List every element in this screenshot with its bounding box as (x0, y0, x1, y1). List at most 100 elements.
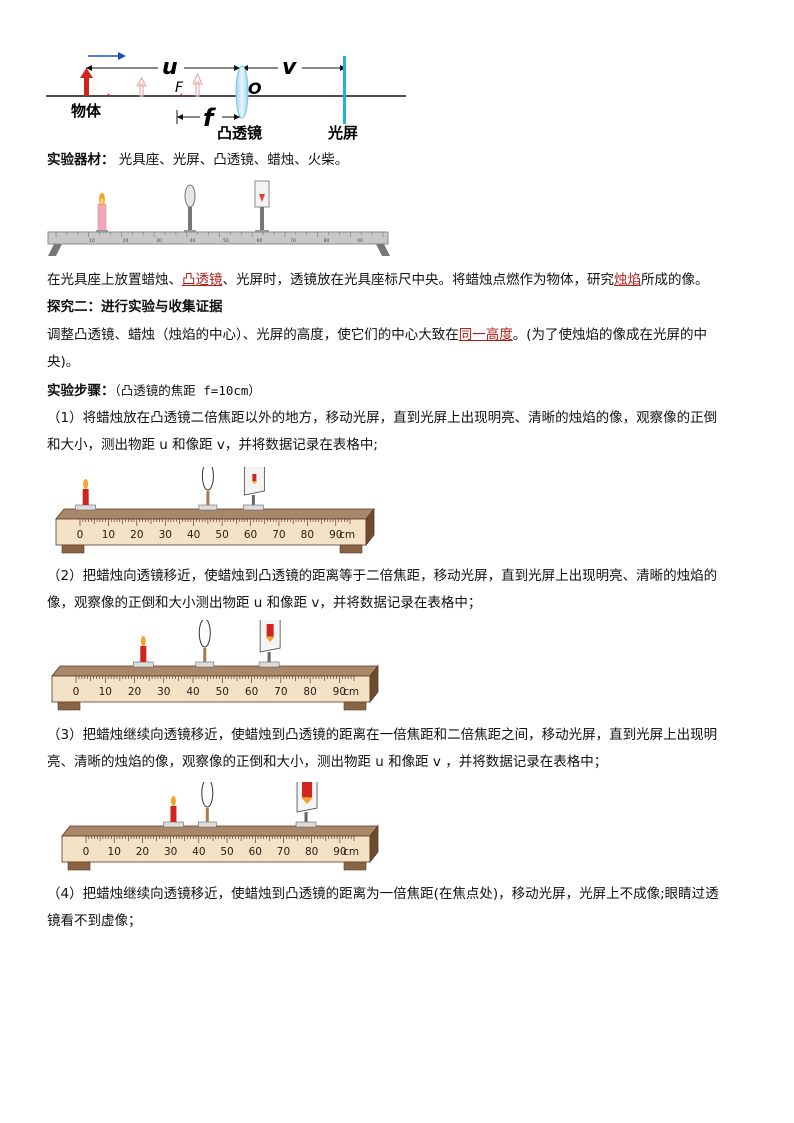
screen-line (343, 56, 346, 124)
ruler-tick-label: 10 (108, 846, 121, 858)
section2-paragraph: 调整凸透镜、蜡烛（烛焰的中心）、光屏的高度，使它们的中心大致在同一高度。(为了使… (47, 322, 757, 376)
intro-text-3: 所成的像。 (641, 272, 709, 288)
ruler-tick-label: 80 (303, 686, 316, 698)
step-4-text: （4）把蜡烛继续向透镜移近，使蜡烛到凸透镜的距离为一倍焦距(在焦点处)，移动光屏… (47, 881, 767, 935)
ruler-tick-label: 80 (305, 846, 318, 858)
section2-highlight-height: 同一高度 (458, 327, 513, 343)
candle-image (252, 474, 257, 481)
ruler-tick-label: cm (343, 686, 359, 698)
ruler-tick-label: 90 (329, 529, 342, 541)
ruler-tick-label: 50 (220, 846, 233, 858)
convex-lens-shape (235, 65, 249, 119)
ruler-tick-label: cm (339, 529, 355, 541)
candle-flame (140, 636, 146, 646)
candle-flame (83, 479, 89, 489)
section2-text-1: 调整凸透镜、蜡烛（烛焰的中心）、光屏的高度，使它们的中心大致在 (47, 327, 459, 343)
bench-tick-label: 80 (324, 238, 330, 244)
lens-label: 凸透镜 (217, 124, 262, 142)
step-2-text: （2）把蜡烛向透镜移近，使蜡烛到凸透镜的距离等于二倍焦距，移动光屏，直到光屏上出… (47, 563, 767, 617)
ruler-tick-label: 40 (186, 686, 199, 698)
f-focal-length-label: f (203, 104, 216, 132)
ruler-tick-label: 10 (102, 529, 115, 541)
ruler-tick-label: 0 (77, 529, 84, 541)
bench-tick-label: 60 (257, 238, 263, 244)
step-1-text: （1）将蜡烛放在凸透镜二倍焦距以外的地方，移动光屏，直到光屏上出现明亮、清晰的烛… (47, 405, 767, 459)
equipment-text: 光具座、光屏、凸透镜、蜡烛、火柴。 (118, 152, 349, 168)
ruler-tick-label: 70 (272, 529, 285, 541)
bench-tick-label: 30 (156, 238, 162, 244)
ruler-tick-label: 40 (187, 529, 200, 541)
ruler-tick-label: 60 (244, 529, 257, 541)
ruler-tick-label: 30 (159, 529, 172, 541)
bench-tick-label: 40 (190, 238, 196, 244)
step-4-line-1: （4）把蜡烛继续向透镜移近，使蜡烛到凸透镜的距离为一倍焦距(在焦点处)，移动光屏… (47, 886, 719, 902)
v-label: v (282, 55, 297, 80)
candle (140, 646, 147, 662)
ruler-tick-label: 0 (83, 846, 90, 858)
ruler-tick-label: 0 (73, 686, 80, 698)
ruler-tick-label: 20 (128, 686, 141, 698)
step-1-line-2: 和大小，测出物距 u 和像距 v，并将数据记录在表格中; (47, 437, 378, 453)
screen-label: 光屏 (327, 124, 358, 142)
ruler-tick-label: 90 (333, 846, 346, 858)
steps-heading: 实验步骤：（凸透镜的焦距 f=10cm） (47, 377, 261, 405)
candle-holder (75, 504, 96, 511)
steps-label: 实验步骤： (47, 383, 115, 399)
f-focal-point-label: F (175, 80, 184, 96)
ruler-tick-label: cm (343, 846, 359, 858)
step-3-line-2: 亮、清晰的烛焰的像，观察像的正倒和大小，测出物距 u 和像距 v ，并将数据记录… (47, 754, 608, 770)
direction-arrow-head (118, 52, 126, 60)
ruler-tick-label: 60 (245, 686, 258, 698)
section2-title: 探究二：进行实验与收集证据 (47, 299, 223, 315)
intro-text-1: 在光具座上放置蜡烛、 (47, 272, 182, 288)
ruler-tick-label: 40 (192, 846, 205, 858)
bench-candle (97, 203, 107, 233)
step-4-line-2: 镜看不到虚像； (47, 913, 142, 929)
ruler-tick-label: 70 (274, 686, 287, 698)
intro-text-2: 、光屏时，透镜放在光具座标尺中央。将蜡烛点燃作为物体，研究 (222, 272, 615, 288)
bench-lens (184, 184, 196, 208)
convex-lens (201, 467, 214, 491)
bench-tick-label: 50 (223, 238, 229, 244)
step-1-line-1: （1）将蜡烛放在凸透镜二倍焦距以外的地方，移动光屏，直到光屏上出现明亮、清晰的烛… (47, 410, 718, 426)
candle-image (266, 624, 274, 637)
o-optical-center-label: O (248, 79, 262, 98)
candle (170, 806, 177, 822)
ruler-tick-label: 50 (215, 529, 228, 541)
step-2-line-2: 像，观察像的正倒和大小测出物距 u 和像距 v，并将数据记录在表格中； (47, 595, 482, 611)
step-3-line-1: （3）把蜡烛继续向透镜移近，使蜡烛到凸透镜的距离在一倍焦距和二倍焦距之间，移动光… (47, 727, 718, 743)
optical-bench-image: 10 20 30 40 50 60 70 80 90 (47, 180, 390, 256)
equipment-label: 实验器材： (47, 152, 115, 168)
bench-tick-label: 10 (89, 238, 95, 244)
u-label: u (162, 55, 178, 80)
bench-tick-label: 90 (357, 238, 363, 244)
ruler-tick-label: 80 (301, 529, 314, 541)
ruler-tick-label: 30 (157, 686, 170, 698)
candle-image (302, 782, 313, 798)
ruler-tick-label: 50 (216, 686, 229, 698)
intro-highlight-flame: 烛焰 (614, 272, 641, 288)
convex-lens (201, 782, 214, 808)
section2-text-3: 央)。 (47, 354, 80, 370)
ruler-tick-label: 20 (130, 529, 143, 541)
step-3-text: （3）把蜡烛继续向透镜移近，使蜡烛到凸透镜的距离在一倍焦距和二倍焦距之间，移动光… (47, 722, 767, 776)
steps-focal-note: （凸透镜的焦距 f=10cm） (114, 383, 261, 398)
lens-optics-diagram: u v F O f 物体 凸透镜 光屏 (46, 52, 406, 142)
intro-highlight-lens: 凸透镜 (182, 272, 223, 288)
ruler-tick-label: 90 (333, 686, 346, 698)
bench-tick-label: 70 (290, 238, 296, 244)
candle-holder (133, 661, 154, 668)
ruler-tick-label: 60 (249, 846, 262, 858)
bench-tick-label: 20 (123, 238, 129, 244)
object-arrow (84, 76, 89, 96)
candle (82, 489, 89, 505)
equipment-line: 实验器材： 光具座、光屏、凸透镜、蜡烛、火柴。 (47, 147, 348, 174)
ruler-tick-label: 10 (99, 686, 112, 698)
candle-flame (170, 796, 176, 806)
ruler-tick-label: 20 (136, 846, 149, 858)
intro-paragraph: 在光具座上放置蜡烛、凸透镜、光屏时，透镜放在光具座标尺中央。将蜡烛点燃作为物体，… (47, 267, 757, 294)
object-label: 物体 (71, 102, 102, 120)
